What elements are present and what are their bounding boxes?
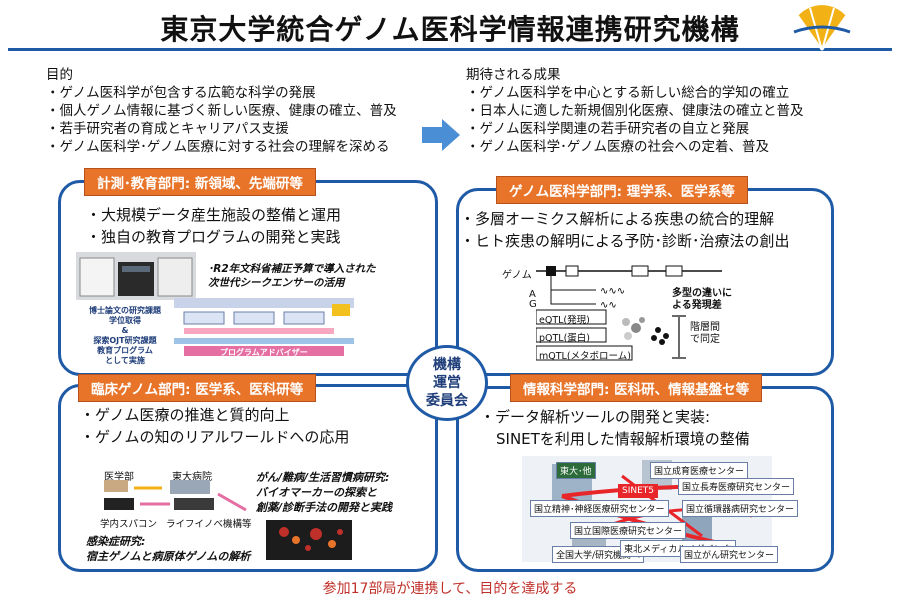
map-label-ncgm: 国立国際医療研究センター: [570, 522, 687, 539]
infection-research-note: 感染症研究: 宿主ゲノムと病原体ゲノムの解析: [86, 535, 251, 563]
edu-program-label: 博士論文の研究課題 学位取得 & 探索OJT研究課題 教育プログラム として実施: [89, 306, 161, 365]
world-map-image: [266, 520, 352, 560]
edu-program-bar-label: プログラムアドバイザー: [220, 348, 308, 357]
genome-bullets: ・多層オーミクス解析による疾患の統合的理解 ・ヒト疾患の解明による予防･診断･治…: [460, 208, 790, 252]
ginkgo-logo-icon: [793, 5, 851, 51]
right-arrow-icon: [422, 119, 460, 151]
genome-panel-title: ゲノム医科学部門: 理学系、医学系等: [496, 176, 748, 204]
qtl-diagram: ∿∿∿ ∿∿: [536, 265, 722, 361]
goal-item: ・ゲノム医科学が包含する広範な科学の発展: [46, 85, 316, 101]
clinical-bullet: ・ゲノム医療の推進と質的向上: [80, 406, 290, 424]
sequencer-note: ･R2年文科省補正予算で導入された 次世代シークエンサーの活用: [208, 263, 376, 289]
info-bullets: ・データ解析ツールの開発と実装: SINETを利用した情報解析環境の整備: [480, 406, 750, 450]
goal-item: ・若手研究者の育成とキャリアパス支援: [46, 121, 289, 137]
info-bullet: ・データ解析ツールの開発と実装:: [480, 408, 711, 426]
clinical-panel: [58, 384, 438, 572]
info-bullet: SINETを利用した情報解析環境の整備: [496, 430, 750, 448]
outcome-item: ・日本人に適した新規個別化医療、健康法の確立と普及: [466, 103, 804, 119]
genome-bullet: ・ヒト疾患の解明による予防･診断･治療法の創出: [460, 232, 790, 250]
mqtl-label: mQTL(メタボローム): [539, 351, 631, 362]
eqtl-label: eQTL(発現): [539, 315, 590, 326]
map-label-ncc: 国立がん研究センター: [680, 546, 779, 563]
clinical-bullets: ・ゲノム医療の推進と質的向上 ・ゲノムの知のリアルワールドへの応用: [80, 404, 349, 448]
edu-program-chart: [174, 298, 354, 356]
committee-line: 機構: [433, 357, 461, 373]
title-underline: [8, 48, 892, 51]
supercomputer-label: 学内スパコン: [100, 519, 158, 530]
goal-item: ・ゲノム医科学･ゲノム医療に対する社会の理解を深める: [46, 139, 390, 155]
outcome-item: ・ゲノム医科学･ゲノム医療の社会への定着、普及: [466, 139, 769, 155]
map-label-ncchd: 国立成育医療センター: [650, 462, 749, 479]
info-panel-title: 情報科学部門: 医科研、情報基盤セ等: [510, 374, 763, 402]
genome-bullet: ・多層オーミクス解析による疾患の統合的理解: [460, 210, 775, 228]
sequencer-photo: [76, 252, 196, 300]
pqtl-label: pQTL(蛋白): [539, 333, 591, 344]
map-label-ncvc: 国立循環器病研究センター: [682, 500, 799, 517]
allele-a: A: [529, 289, 536, 300]
goals-heading: 目的: [46, 67, 73, 83]
goals-block: 目的 ・ゲノム医科学が包含する広範な科学の発展 ・個人ゲノム情報に基づく新しい医…: [46, 66, 397, 156]
map-label-sinet: SINET5: [618, 484, 659, 498]
outcome-item: ・ゲノム医科学を中心とする新しい総合的学知の確立: [466, 85, 790, 101]
measure-bullets: ・大規模データ産生施設の整備と運用 ・独自の教育プログラムの開発と実践: [86, 204, 341, 248]
outcome-item: ・ゲノム医科学関連の若手研究者の自立と発展: [466, 121, 750, 137]
map-label-utokyo: 東大･他: [556, 462, 596, 479]
measure-bullet: ・独自の教育プログラムの開発と実践: [86, 228, 341, 246]
page-title: 東京大学統合ゲノム医科学情報連携研究機構: [160, 13, 740, 46]
layer-note: 階層間 で同定: [690, 322, 720, 345]
map-label-ncnp: 国立精神･神経医療研究センター: [530, 500, 669, 517]
expr-diff-note: 多型の違いに よる発現差: [672, 288, 732, 311]
allele-g: G: [529, 299, 537, 310]
committee-line: 委員会: [426, 393, 468, 409]
footer-note: 参加17部局が連携して、目的を達成する: [322, 581, 578, 597]
disease-research-note: がん/難病/生活習慣病研究: バイオマーカーの探索と 創薬/診断手法の開発と実践: [256, 471, 393, 514]
steering-committee-oval: 機構 運営 委員会: [406, 345, 488, 421]
hospital-label: 東大病院: [172, 472, 212, 483]
map-label-ncgg: 国立長寿医療研究センター: [678, 478, 795, 495]
committee-line: 運営: [433, 375, 461, 391]
genome-label: ゲノム: [502, 270, 532, 281]
clinical-panel-title: 臨床ゲノム部門: 医学系、医科研等: [78, 374, 317, 402]
life-innovation-label: ライフイノベ機構等: [166, 519, 252, 530]
clinical-infra-diagram: [104, 480, 247, 512]
med-school-label: 医学部: [104, 472, 134, 483]
clinical-bullet: ・ゲノムの知のリアルワールドへの応用: [80, 428, 350, 446]
svg-text:∿∿: ∿∿: [600, 300, 617, 311]
measure-bullet: ・大規模データ産生施設の整備と運用: [86, 206, 342, 224]
svg-text:∿∿∿: ∿∿∿: [600, 286, 625, 297]
measure-panel-title: 計測･教育部門: 新領域、先端研等: [84, 168, 316, 196]
outcomes-block: 期待される成果 ・ゲノム医科学を中心とする新しい総合的学知の確立 ・日本人に適し…: [466, 66, 804, 156]
goal-item: ・個人ゲノム情報に基づく新しい医療、健康の確立、普及: [46, 103, 397, 119]
outcomes-heading: 期待される成果: [466, 67, 561, 83]
